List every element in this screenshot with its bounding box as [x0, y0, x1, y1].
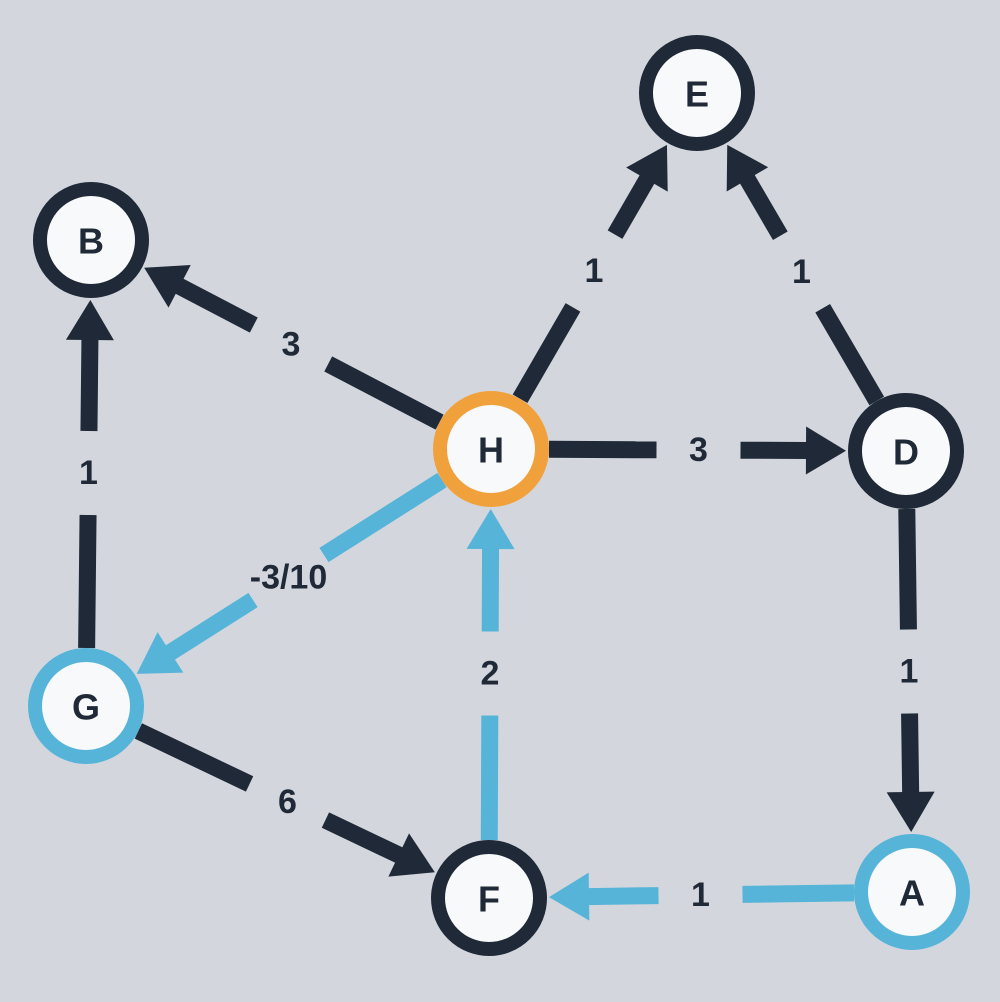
edge-weight-label: 1 — [79, 454, 98, 492]
arrowhead-icon — [886, 791, 935, 833]
node-circle — [431, 840, 547, 956]
node-label: B — [78, 221, 104, 262]
node-label: F — [478, 879, 500, 920]
node-D[interactable]: D — [848, 393, 964, 509]
node-circle — [639, 35, 755, 151]
arrowhead-icon — [805, 426, 847, 475]
edge-H-D: 3 — [548, 426, 847, 475]
edge-line-segment — [78, 514, 97, 649]
edge-line-segment — [480, 715, 499, 841]
edge-weight-label: 1 — [585, 252, 604, 290]
arrowhead-icon — [626, 144, 668, 192]
edge-line-segment — [742, 884, 855, 903]
edge-line-segment — [586, 887, 659, 906]
node-circle — [848, 393, 964, 509]
node-H[interactable]: H — [433, 391, 549, 507]
edge-line-segment — [898, 508, 917, 630]
edge-line-segment — [173, 277, 258, 333]
edge-D-E: 1 — [726, 144, 885, 406]
edge-line-segment — [739, 173, 788, 241]
edge-G-B: 1 — [65, 299, 114, 649]
edge-weight-label: 6 — [278, 783, 297, 821]
node-G[interactable]: G — [28, 648, 144, 764]
node-label: G — [72, 687, 100, 728]
edge-line-segment — [512, 303, 581, 404]
edge-weight-label: 3 — [282, 326, 301, 364]
edge-line-segment — [324, 356, 444, 430]
edge-weight-label: 1 — [691, 876, 710, 914]
edge-line-segment — [548, 440, 657, 459]
edge-H-G: -3/10 — [136, 472, 447, 674]
edge-H-E: 1 — [512, 144, 668, 404]
node-label: D — [893, 432, 919, 473]
node-circle — [33, 182, 149, 298]
edge-line-segment — [134, 723, 254, 792]
node-E[interactable]: E — [639, 35, 755, 151]
arrowhead-icon — [65, 299, 114, 341]
edge-weight-label: 2 — [481, 655, 500, 693]
edge-line-segment — [815, 303, 885, 406]
edge-G-F: 6 — [134, 723, 435, 877]
node-circle — [28, 648, 144, 764]
node-circle — [854, 834, 970, 950]
edge-line-segment — [80, 337, 99, 432]
node-B[interactable]: B — [33, 182, 149, 298]
arrowhead-icon — [388, 833, 435, 877]
arrowhead-icon — [726, 144, 769, 192]
edge-weight-label: 3 — [689, 431, 708, 469]
edge-line-segment — [319, 472, 447, 563]
edge-line-segment — [164, 592, 258, 661]
arrowhead-icon — [548, 872, 590, 921]
node-label: A — [899, 873, 925, 914]
arrowhead-icon — [144, 265, 191, 308]
edge-weight-label: 1 — [900, 653, 919, 691]
edge-line-segment — [321, 812, 405, 864]
edges-layer: 3 1 1 3 1 -3/10 2 1 6 1 — [65, 144, 935, 921]
arrowhead-icon — [136, 632, 184, 674]
edge-D-A: 1 — [886, 508, 935, 833]
edge-line-segment — [901, 713, 920, 795]
node-label: H — [478, 430, 504, 471]
arrowhead-icon — [466, 508, 515, 550]
node-F[interactable]: F — [431, 840, 547, 956]
edge-weight-label: 1 — [792, 253, 811, 291]
edge-F-H: 2 — [466, 508, 515, 841]
node-circle — [433, 391, 549, 507]
edge-A-F: 1 — [548, 872, 855, 921]
edge-H-B: 3 — [144, 265, 444, 430]
node-label: E — [685, 74, 709, 115]
edge-weight-label: -3/10 — [250, 559, 328, 597]
nodes-layer: E B H D G F A — [28, 35, 970, 956]
edge-line-segment — [607, 173, 656, 239]
node-A[interactable]: A — [854, 834, 970, 950]
